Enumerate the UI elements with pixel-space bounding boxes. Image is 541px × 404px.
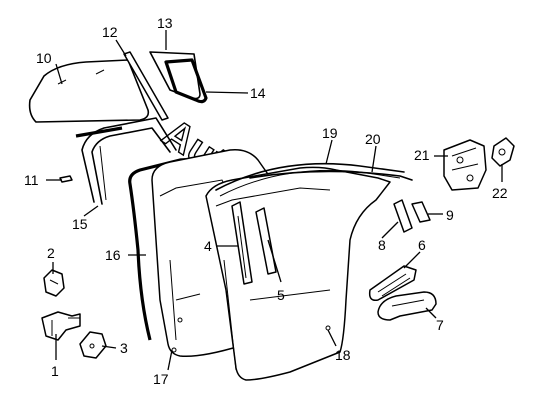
callout-20: 20	[365, 131, 381, 147]
lower-hinge	[41, 311, 81, 341]
callout-4: 4	[204, 238, 212, 254]
clip	[59, 175, 73, 183]
handle-bracket-2	[411, 201, 431, 223]
handle-bracket	[393, 199, 413, 233]
door-outer-panel	[205, 166, 391, 381]
callout-5: 5	[277, 287, 285, 303]
callout-3: 3	[120, 340, 128, 356]
inner-trim-strip	[231, 201, 253, 285]
callout-16: 16	[105, 247, 121, 263]
callout-11: 11	[24, 172, 39, 188]
callout-9: 9	[446, 207, 454, 223]
glass-run-channel	[123, 51, 169, 121]
callout-22: 22	[492, 185, 508, 201]
door-striker	[491, 137, 515, 167]
door-check	[79, 331, 107, 359]
leader-lines	[46, 30, 503, 371]
callout-1: 1	[51, 363, 59, 379]
lower-trim-strip	[255, 207, 277, 275]
callout-12: 12	[102, 24, 118, 40]
outer-door-handle	[377, 291, 437, 321]
quarter-glass-seal	[164, 58, 208, 104]
callout-17: 17	[153, 371, 169, 387]
door-glass	[28, 59, 150, 123]
callout-18: 18	[335, 347, 351, 363]
callout-14: 14	[250, 85, 266, 101]
callout-8: 8	[378, 237, 386, 253]
window-frame	[81, 117, 177, 203]
callout-10: 10	[36, 50, 52, 66]
callout-6: 6	[418, 237, 426, 253]
callout-7: 7	[436, 317, 444, 333]
door-lock	[443, 139, 487, 191]
callout-15: 15	[72, 216, 88, 232]
callout-13: 13	[157, 15, 173, 31]
belt-moulding	[215, 162, 405, 191]
upper-hinge	[43, 269, 65, 297]
callout-21: 21	[414, 147, 430, 163]
roof-moulding	[249, 170, 413, 181]
callout-19: 19	[322, 125, 338, 141]
callout-numbers: 1 2 3 4 5 6 7 8 9 10 11 12 13 14 15 16 1…	[24, 15, 508, 387]
callout-2: 2	[47, 245, 55, 261]
